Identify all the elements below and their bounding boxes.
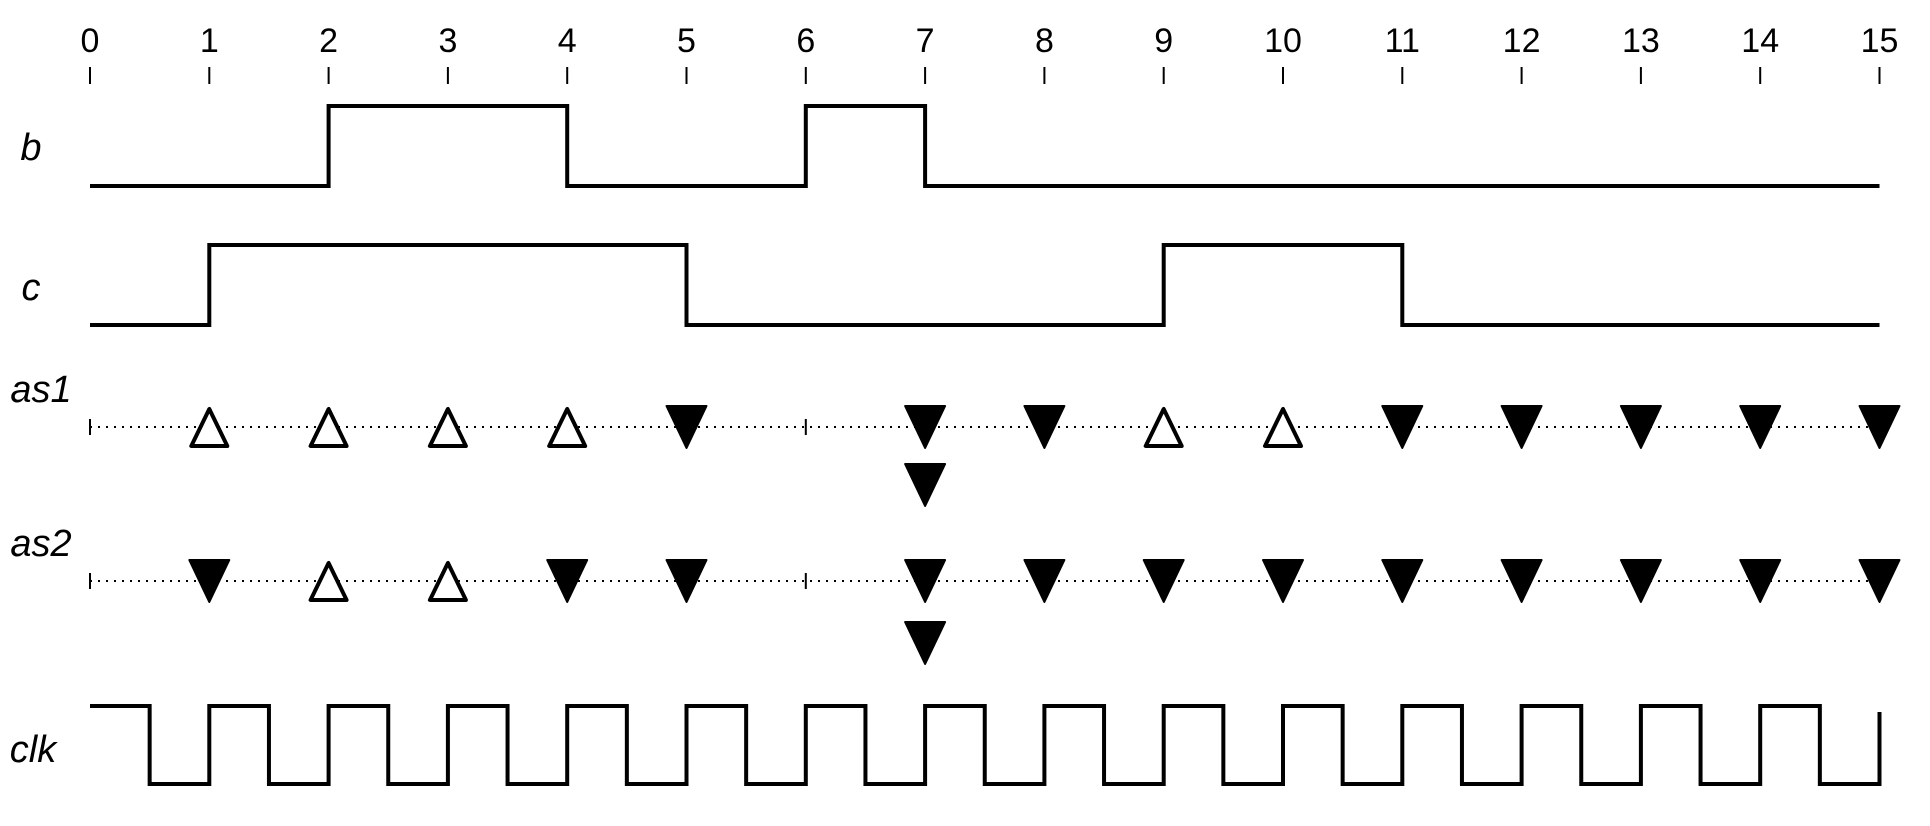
filled-down-triangle-marker xyxy=(665,559,708,603)
waveform xyxy=(90,104,1880,188)
filled-down-triangle-marker xyxy=(1381,405,1424,449)
filled-down-triangle-marker xyxy=(665,405,708,449)
time-tick-label: 11 xyxy=(1385,22,1420,60)
filled-down-triangle-marker xyxy=(1858,559,1901,603)
filled-down-triangle-marker xyxy=(904,463,947,507)
clock-waveform xyxy=(90,704,1882,786)
filled-down-triangle-marker xyxy=(1023,559,1066,603)
signal-b: b xyxy=(20,104,1880,188)
signal-label: as2 xyxy=(10,523,71,565)
open-up-triangle-marker xyxy=(427,561,468,602)
signal-label: b xyxy=(20,127,41,169)
filled-down-triangle-marker xyxy=(904,559,947,603)
filled-down-triangle-marker xyxy=(1739,405,1782,449)
time-tick-label: 13 xyxy=(1622,22,1660,60)
signal-clk: clk xyxy=(10,704,1882,786)
signal-label: as1 xyxy=(10,369,71,411)
time-tick-label: 0 xyxy=(81,22,100,60)
filled-down-triangle-marker xyxy=(1142,559,1185,603)
time-tick-label: 15 xyxy=(1861,22,1899,60)
open-up-triangle-marker xyxy=(547,407,588,448)
filled-down-triangle-marker xyxy=(1023,405,1066,449)
filled-down-triangle-marker xyxy=(1500,405,1543,449)
filled-down-triangle-marker xyxy=(904,405,947,449)
signal-label: c xyxy=(22,267,41,309)
signal-label: clk xyxy=(10,729,58,771)
time-tick-label: 9 xyxy=(1154,22,1173,60)
time-tick-label: 12 xyxy=(1503,22,1541,60)
time-tick-label: 2 xyxy=(319,22,338,60)
signal-c: c xyxy=(22,243,1880,327)
open-up-triangle-marker xyxy=(1143,407,1184,448)
filled-down-triangle-marker xyxy=(1619,405,1662,449)
signal-as1: as1 xyxy=(10,369,1901,507)
filled-down-triangle-marker xyxy=(188,559,231,603)
open-up-triangle-marker xyxy=(308,561,349,602)
waveform xyxy=(90,243,1880,327)
open-up-triangle-marker xyxy=(189,407,230,448)
time-tick-label: 1 xyxy=(200,22,219,60)
open-up-triangle-marker xyxy=(1263,407,1303,448)
signal-as2: as2 xyxy=(10,523,1901,665)
time-tick-label: 3 xyxy=(438,22,457,60)
time-tick-label: 6 xyxy=(796,22,815,60)
filled-down-triangle-marker xyxy=(1858,405,1901,449)
filled-down-triangle-marker xyxy=(1262,559,1304,603)
filled-down-triangle-marker xyxy=(1381,559,1424,603)
signals: b c as1 as2 clk xyxy=(10,104,1901,786)
filled-down-triangle-marker xyxy=(904,621,947,665)
time-tick-label: 14 xyxy=(1741,22,1779,60)
time-tick-label: 10 xyxy=(1264,22,1302,60)
filled-down-triangle-marker xyxy=(1500,559,1543,603)
time-tick-label: 4 xyxy=(558,22,577,60)
time-tick-label: 7 xyxy=(916,22,935,60)
open-up-triangle-marker xyxy=(308,407,349,448)
time-tick-label: 8 xyxy=(1035,22,1054,60)
filled-down-triangle-marker xyxy=(1739,559,1782,603)
open-up-triangle-marker xyxy=(427,407,468,448)
filled-down-triangle-marker xyxy=(546,559,589,603)
filled-down-triangle-marker xyxy=(1619,559,1662,603)
time-tick-label: 5 xyxy=(677,22,696,60)
